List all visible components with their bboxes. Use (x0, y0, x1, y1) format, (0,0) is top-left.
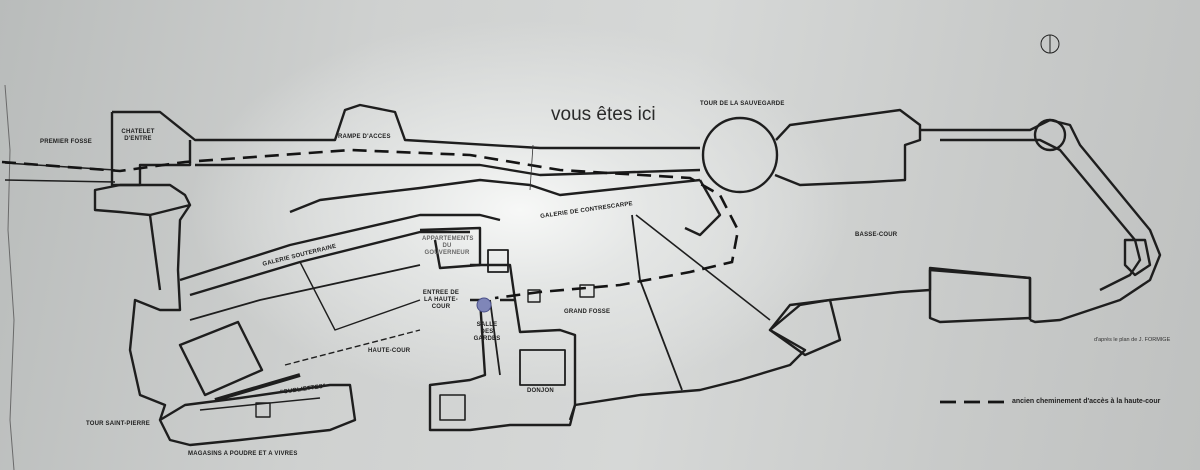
outer-wall-north (112, 103, 700, 150)
salle-gardes-wall (489, 299, 501, 376)
west-building (178, 320, 264, 397)
magasins (158, 383, 357, 447)
west-wall (128, 204, 191, 421)
label-grand-fosse: GRAND FOSSE (564, 309, 611, 315)
label-tour-saint-pierre: TOUR SAINT-PIERRE (86, 421, 150, 427)
outer-wall-south-east (568, 266, 1032, 421)
label-tour-sauvegarde: TOUR DE LA SAUVEGARDE (700, 101, 785, 107)
label-premier-fosse: PREMIER FOSSE (40, 139, 92, 145)
south-east-tower (928, 268, 1032, 324)
label-salle-gardes: SALLE DES GARDES (473, 322, 501, 342)
east-tower (1033, 118, 1067, 152)
south-east-bastion (768, 298, 842, 357)
tour-sauvegarde (701, 116, 779, 194)
donjon-annex (439, 394, 466, 421)
vous-etes-ici-marker (476, 297, 492, 313)
label-appartements: APPARTEMENTS DU GOUVERNEUR (422, 236, 474, 256)
label-donjon: DONJON (527, 388, 554, 394)
magasins-chamber (255, 402, 271, 418)
fosse-pier-2 (527, 289, 541, 303)
ancien-cheminement (1, 148, 740, 300)
sauvegarde-annex (774, 108, 922, 187)
label-chatelet: CHATELET D'ENTRE (121, 129, 155, 142)
inner-wall-east (940, 138, 1142, 292)
fosse-pier-1 (579, 284, 595, 298)
outer-wall-east (920, 118, 1162, 324)
grand-fosse-divider-1 (631, 214, 683, 391)
gate-bastion (93, 183, 192, 217)
chatelet (110, 112, 192, 187)
entry-wall (470, 263, 517, 302)
gouverneur-room (487, 249, 509, 273)
pointer-line (529, 144, 534, 191)
galerie-souterraine-outer (179, 213, 501, 282)
northeast-turret (1123, 238, 1152, 277)
label-basse-cour: BASSE-COUR (855, 232, 898, 238)
label-haute-cour: HAUTE-COUR (368, 348, 411, 354)
galerie-souterraine-inner (189, 230, 470, 297)
east-gate (684, 179, 722, 237)
donjon-room (519, 349, 566, 386)
legend-route (1, 148, 740, 300)
court-north-wall (289, 178, 701, 214)
map-credit: d'après le plan de J. FORMIGE (1094, 337, 1171, 343)
haute-cour-wall-1 (189, 264, 421, 321)
magasins-inner (199, 397, 321, 411)
haute-cour-wall-2 (299, 261, 421, 331)
oubliettes-wall (214, 373, 301, 402)
bridge-bottom (4, 179, 116, 183)
west-inner-wall (148, 214, 162, 291)
donjon-complex (428, 298, 577, 432)
vous-etes-ici-label: vous êtes ici (551, 104, 656, 125)
grand-fosse-divider-2 (635, 214, 771, 321)
label-magasins: MAGASINS A POUDRE ET A VIVRES (188, 451, 298, 457)
label-rampe: RAMPE D'ACCES (338, 134, 391, 140)
terrain-edge (4, 84, 15, 470)
label-entree-haute-cour: ENTREE DE LA HAUTE-COUR (422, 290, 460, 310)
legend-route-label: ancien cheminement d'accès à la haute-co… (1012, 398, 1161, 405)
haute-cour-dashed (284, 329, 421, 366)
